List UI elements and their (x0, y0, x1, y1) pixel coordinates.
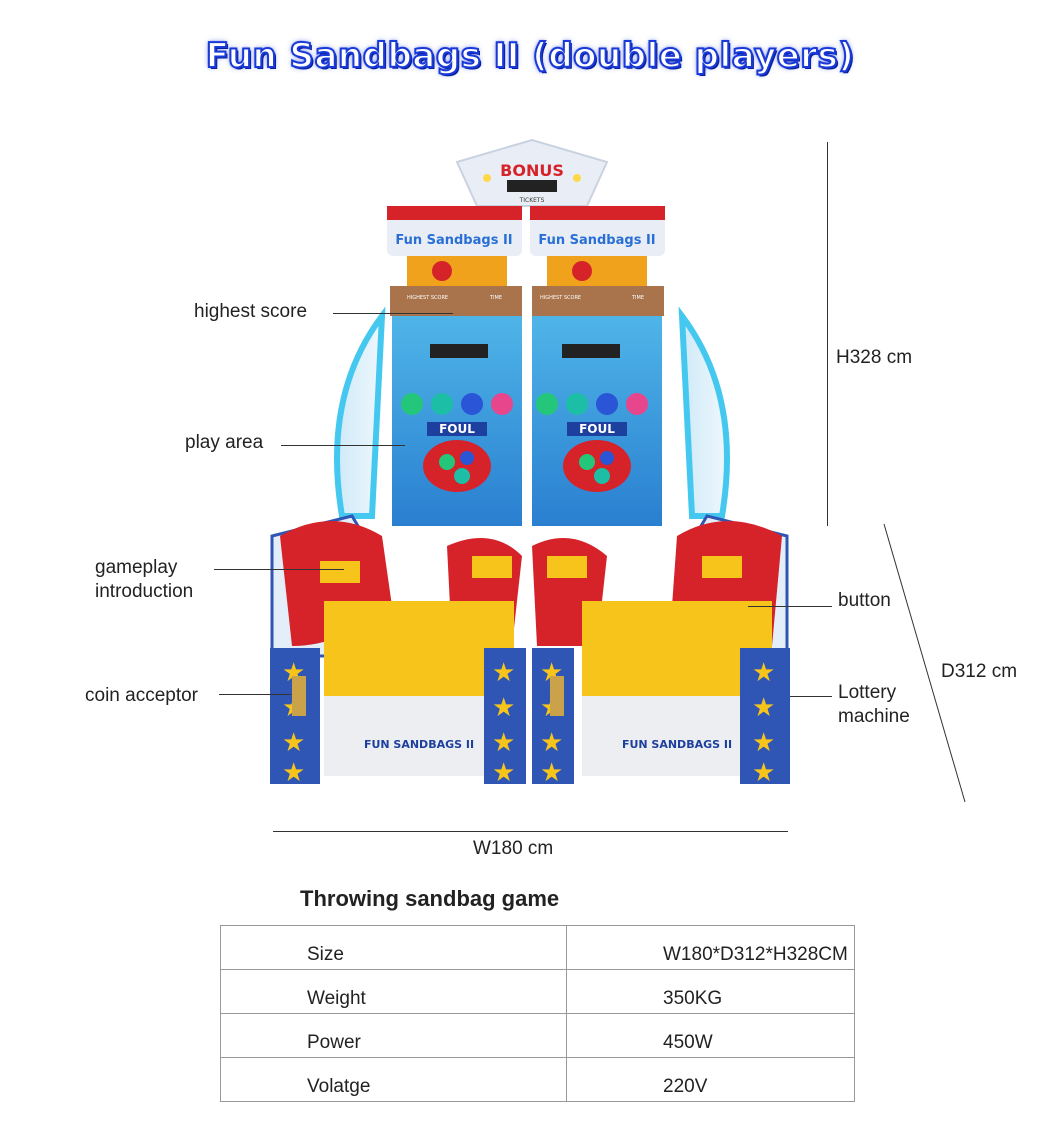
spec-key: Size (220, 925, 567, 970)
svg-text:★: ★ (282, 758, 305, 788)
tickets-text: TICKETS (519, 197, 545, 204)
svg-text:★: ★ (492, 658, 515, 688)
right-foul-text: FOUL (579, 422, 615, 436)
depth-dimension-line (883, 523, 966, 803)
callout-play-area: play area (185, 432, 264, 453)
spec-value: 350KG (566, 969, 855, 1014)
spec-key: Power (220, 1013, 567, 1058)
arcade-machine-illustration: BONUS TICKETS Fun Sandbags II HIGHEST SC… (270, 138, 790, 792)
callout-line-coin-acceptor (219, 694, 291, 695)
depth-dimension-label: D312 cm (941, 661, 1018, 682)
spec-value: 450W (566, 1013, 855, 1058)
left-logo-text: Fun Sandbags II (395, 233, 512, 248)
spec-value: 220V (566, 1057, 855, 1102)
spec-value: W180*D312*H328CM (566, 925, 855, 970)
svg-text:★: ★ (540, 758, 563, 788)
callout-lottery-line2: machine (838, 706, 910, 727)
svg-text:★: ★ (492, 758, 515, 788)
svg-text:★: ★ (752, 728, 775, 758)
svg-text:★: ★ (282, 728, 305, 758)
machine-base: FUN SANDBAGS II FUN SANDBAGS II ★★★★ ★★★… (270, 514, 790, 792)
svg-text:★: ★ (492, 728, 515, 758)
svg-text:★: ★ (540, 728, 563, 758)
width-dimension-label: W180 cm (473, 838, 554, 859)
callout-line-lottery (790, 696, 832, 697)
left-time-panel: TIME (489, 295, 502, 301)
right-highest-score-panel: HIGHEST SCORE (540, 295, 581, 301)
callout-coin-acceptor: coin acceptor (85, 685, 199, 706)
callout-gameplay-line2: introduction (95, 581, 194, 602)
height-dimension-line (827, 142, 828, 526)
callout-highest-score: highest score (194, 301, 308, 322)
right-bin-logo: FUN SANDBAGS II (622, 738, 732, 751)
left-foul-text: FOUL (439, 422, 475, 436)
left-bin-logo: FUN SANDBAGS II (364, 738, 474, 751)
spec-heading: Throwing sandbag game (300, 886, 560, 911)
right-time-panel: TIME (631, 295, 644, 301)
spec-key: Volatge (220, 1057, 567, 1102)
callout-line-gameplay (214, 569, 344, 570)
width-dimension-line (273, 831, 788, 832)
bonus-sign: BONUS TICKETS (455, 138, 609, 207)
callout-line-button (748, 606, 832, 607)
right-cabinet-upper: Fun Sandbags II HIGHEST SCORE TIME FOUL (530, 206, 665, 526)
callout-button: button (838, 590, 891, 611)
svg-text:★: ★ (752, 693, 775, 723)
callout-lottery-line1: Lottery (838, 682, 897, 703)
callout-line-play-area (281, 445, 405, 446)
height-dimension-label: H328 cm (836, 347, 913, 368)
svg-text:★: ★ (492, 693, 515, 723)
svg-text:★: ★ (752, 658, 775, 688)
svg-text:★: ★ (752, 758, 775, 788)
callout-gameplay-line1: gameplay (95, 557, 178, 578)
bonus-text: BONUS (500, 161, 564, 180)
callout-line-highest-score (333, 313, 453, 314)
right-logo-text: Fun Sandbags II (538, 233, 655, 248)
spec-key: Weight (220, 969, 567, 1014)
page-title: Fun Sandbags II (double players) (205, 35, 855, 77)
left-highest-score-panel: HIGHEST SCORE (407, 295, 448, 301)
left-cabinet-upper: Fun Sandbags II HIGHEST SCORE TIME FOUL (387, 206, 522, 526)
